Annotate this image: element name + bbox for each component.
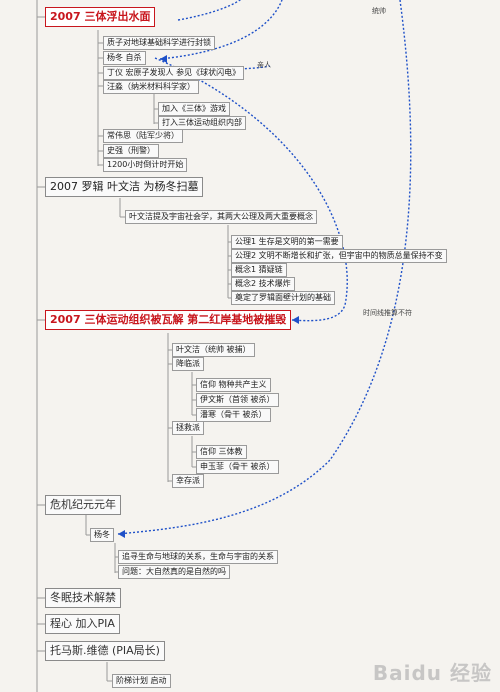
watermark-logo: Baidu 经验: [372, 661, 492, 685]
node-redemptionists[interactable]: 拯救派: [172, 421, 204, 435]
node-concept-1[interactable]: 概念1 猜疑链: [231, 263, 287, 277]
node-shenyufei[interactable]: 申玉菲（骨干 被杀）: [196, 460, 279, 474]
annotation-timeline-mismatch: 时间线推算不符: [363, 309, 412, 317]
node-belief-2[interactable]: 信仰 三体教: [196, 445, 247, 459]
annotation-relatives: 亲人: [257, 61, 271, 69]
node-chengxin-pia[interactable]: 程心 加入PIA: [45, 614, 120, 634]
node-crisis-era[interactable]: 危机纪元元年: [45, 495, 121, 515]
node-join-game[interactable]: 加入《三体》游戏: [158, 102, 230, 116]
node-2007-org-collapse[interactable]: 2007 三体运动组织被瓦解 第二红岸基地被摧毁: [45, 310, 292, 330]
node-hibernation[interactable]: 冬眠技术解禁: [45, 588, 121, 608]
node-axiom-2[interactable]: 公理2 文明不断增长和扩张，但宇宙中的物质总量保持不变: [231, 249, 447, 263]
node-thomas-wade[interactable]: 托马斯.维德 (PIA局长): [45, 641, 165, 661]
node-wallfacer-basis[interactable]: 奠定了罗辑面壁计划的基础: [231, 291, 335, 305]
node-cosmic-sociology[interactable]: 叶文洁提及宇宙社会学，其两大公理及两大重要概念: [125, 210, 317, 224]
node-yangdong-2[interactable]: 杨冬: [90, 528, 114, 542]
node-wangmiao[interactable]: 汪淼（纳米材料科学家）: [103, 80, 199, 94]
node-countdown[interactable]: 1200小时倒计时开始: [103, 158, 188, 172]
node-2007-luoji[interactable]: 2007 罗辑 叶文洁 为杨冬扫墓: [45, 177, 204, 197]
node-nature-question[interactable]: 问题：大自然真的是自然的吗: [118, 565, 230, 579]
node-evans[interactable]: 伊文斯（首领 被杀）: [196, 393, 279, 407]
node-axiom-1[interactable]: 公理1 生存是文明的第一需要: [231, 235, 343, 249]
node-changweisi[interactable]: 常伟思（陆军少将）: [103, 129, 183, 143]
node-shiqiang[interactable]: 史强（刑警）: [103, 144, 159, 158]
node-2007-trisolaris-emerges[interactable]: 2007 三体浮出水面: [45, 7, 156, 27]
node-infiltrate-org[interactable]: 打入三体运动组织内部: [158, 116, 246, 130]
node-yewenjie[interactable]: 叶文洁（统帅 被捕）: [172, 343, 255, 357]
node-concept-2[interactable]: 概念2 技术爆炸: [231, 277, 295, 291]
node-dingyi[interactable]: 丁仪 宏原子发现人 参见《球状闪电》: [103, 66, 245, 80]
node-panhan[interactable]: 潘寒（骨干 被杀）: [196, 408, 271, 422]
node-yangdong-suicide[interactable]: 杨冬 自杀: [103, 51, 146, 65]
node-staircase-plan[interactable]: 阶梯计划 启动: [112, 674, 171, 688]
annotation-commander: 统帅: [372, 7, 386, 15]
node-pursue-relations[interactable]: 追寻生命与地球的关系，生命与宇宙的关系: [118, 550, 278, 564]
node-belief-1[interactable]: 信仰 物种共产主义: [196, 378, 271, 392]
node-adventists[interactable]: 降临派: [172, 357, 204, 371]
node-physics-blockade[interactable]: 质子对地球基础科学进行封锁: [103, 36, 215, 50]
node-survivors[interactable]: 幸存派: [172, 474, 204, 488]
